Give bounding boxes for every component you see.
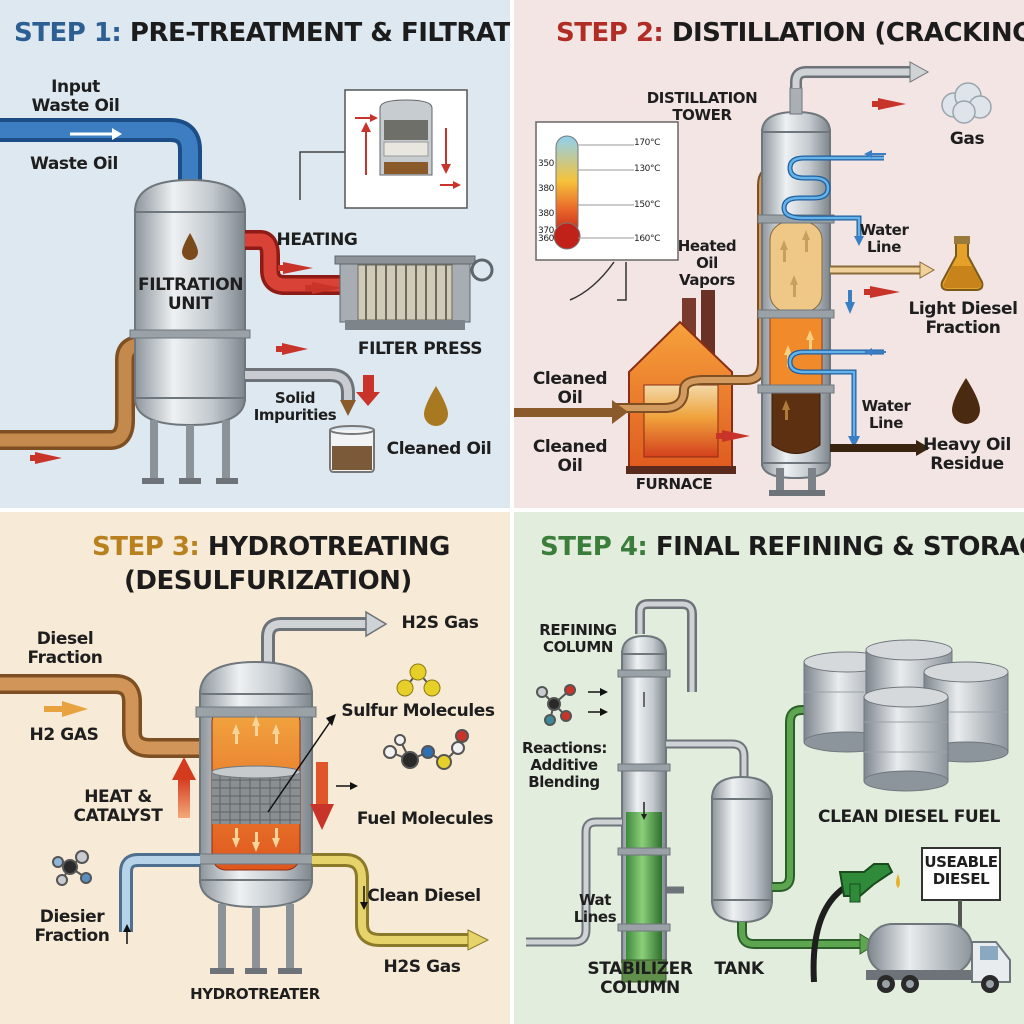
label-useable-diesel: USEABLE DIESEL	[924, 853, 998, 888]
label-gas: Gas	[949, 129, 985, 149]
label-h2s-gas-top: H2S Gas	[401, 613, 479, 633]
pointer-line	[267, 721, 331, 813]
hydrotreater-vessel	[195, 660, 317, 974]
thermo-left-tick: 380	[538, 209, 554, 219]
label-diesel-fraction: Diesel Fraction	[27, 629, 103, 669]
label-solid-impurities: Solid Impurities	[253, 389, 337, 424]
label-h2-gas: H2 GAS	[29, 725, 99, 745]
label-input-waste-oil: Input Waste Oil	[31, 77, 120, 117]
label-filter-press: FILTER PRESS	[357, 339, 483, 359]
thermo-left-tick: 360	[538, 234, 554, 244]
water-coil-bottom	[787, 349, 884, 440]
heat-arrows	[232, 716, 280, 852]
step1-number: STEP 1:	[14, 18, 122, 48]
label-reactions: Reactions: Additive Blending	[522, 739, 607, 791]
label-heavy-oil-residue: Heavy Oil Residue	[923, 435, 1011, 475]
flask-icon	[940, 236, 984, 291]
label-clean-diesel: Clean Diesel	[367, 886, 481, 906]
label-heated-oil-vapors: Heated Oil Vapors	[677, 237, 737, 289]
step3-panel: STEP 3: HYDROTREATING (DESULFURIZATION) …	[0, 512, 510, 1024]
step2-diagram	[514, 61, 992, 496]
label-wat-lines: Wat Lines	[573, 891, 617, 926]
step1-title-text: PRE-TREATMENT & FILTRATION	[129, 18, 510, 48]
label-clean-diesel-fuel: CLEAN DIESEL FUEL	[818, 807, 1000, 827]
step4-title: STEP 4: FINAL REFINING & STORAGE	[540, 532, 1024, 562]
label-stabilizer-column: STABILIZER COLUMN	[587, 959, 693, 999]
step3-number: STEP 3:	[92, 532, 200, 562]
fuel-nozzle-icon	[810, 863, 900, 983]
cleaned-oil-arrows	[514, 400, 750, 442]
step4-number: STEP 4:	[540, 532, 648, 562]
label-water-line-bottom: Water Line	[861, 397, 911, 432]
oil-drop-icon	[182, 233, 198, 260]
thermo-left-tick: 350	[538, 159, 554, 169]
stabilizer-tank	[710, 775, 774, 924]
step2-number: STEP 2:	[556, 18, 664, 48]
label-furnace: FURNACE	[635, 475, 713, 493]
label-refining-column: REFINING COLUMN	[539, 621, 617, 656]
cleaned-oil-drop-icon	[424, 386, 448, 426]
step3-title-text: HYDROTREATING	[207, 532, 450, 562]
label-h2s-gas-bottom: H2S Gas	[383, 957, 461, 977]
sulfur-molecule-icon	[396, 663, 441, 697]
label-cleaned-oil-b: Cleaned Oil	[532, 437, 608, 477]
flow-arrow	[35, 452, 62, 464]
thermo-right-tick: 160°C	[634, 234, 660, 244]
thermo-left-tick: 380	[538, 184, 554, 194]
label-tank: TANK	[714, 959, 764, 979]
thermo-right-tick: 130°C	[634, 164, 660, 174]
label-water-line-top: Water Line	[859, 221, 909, 256]
step1-panel: STEP 1: PRE-TREATMENT & FILTRATION Input…	[0, 0, 510, 508]
feed-pipe	[119, 853, 200, 932]
step3-title-line2: (DESULFURIZATION)	[124, 566, 412, 596]
label-cleaned-oil-a: Cleaned Oil	[532, 369, 608, 409]
fuel-molecule-icon	[383, 729, 469, 770]
water-coil-top	[781, 155, 884, 238]
label-heating: HEATING	[276, 230, 358, 250]
product-pipe-out	[737, 922, 864, 949]
step3-title: STEP 3: HYDROTREATING	[92, 532, 450, 562]
flow-down-arrow	[316, 762, 328, 807]
step4-title-text: FINAL REFINING & STORAGE	[655, 532, 1024, 562]
step2-title-text: DISTILLATION (CRACKING)	[671, 18, 1024, 48]
diesier-molecule-icon	[52, 850, 92, 886]
label-distillation-tower: DISTILLATION TOWER	[646, 89, 758, 124]
beaker-icon	[329, 425, 375, 473]
thermo-left-scale: 350 380 380 360	[538, 152, 558, 252]
refining-column	[617, 634, 671, 983]
step2-title: STEP 2: DISTILLATION (CRACKING)	[556, 18, 1024, 48]
tanker-truck-icon	[866, 923, 1011, 993]
thermo-left-tick: 370	[538, 226, 554, 236]
step1-title: STEP 1: PRE-TREATMENT & FILTRATION	[14, 18, 510, 48]
useable-diesel-sign	[921, 847, 1001, 940]
step4-panel: STEP 4: FINAL REFINING & STORAGE REFININ…	[514, 512, 1024, 1024]
step2-panel: STEP 2: DISTILLATION (CRACKING) DISTILLA…	[514, 0, 1024, 508]
additive-molecule-icon	[536, 684, 576, 726]
label-sulfur-molecules: Sulfur Molecules	[341, 701, 495, 721]
step1-diagram	[0, 89, 494, 484]
furnace-icon	[614, 165, 789, 474]
heat-up-arrow	[178, 778, 190, 818]
filter-press	[334, 255, 494, 330]
step4-diagram	[526, 599, 1011, 993]
label-waste-oil: Waste Oil	[30, 154, 118, 174]
h2s-top-pipe	[261, 617, 368, 662]
heavy-oil-drop-icon	[952, 378, 980, 424]
label-light-diesel-fraction: Light Diesel Fraction	[908, 299, 1018, 339]
distillation-tower	[757, 87, 835, 496]
filter-inset	[299, 89, 468, 209]
label-fuel-molecules: Fuel Molecules	[356, 809, 494, 829]
thermo-right-tick: 170°C	[634, 138, 660, 148]
label-filtration-unit: FILTRATION UNIT	[138, 275, 244, 315]
step3-diagram	[0, 610, 490, 974]
gas-cloud-icon	[941, 82, 992, 124]
temperature-gauge	[535, 121, 679, 301]
label-heat-catalyst: HEAT & CATALYST	[73, 787, 163, 827]
label-hydrotreater: HYDROTREATER	[190, 985, 320, 1003]
label-diesier-fraction: Diesier Fraction	[34, 907, 110, 947]
thermo-right-tick: 150°C	[634, 200, 660, 210]
storage-tanks	[803, 639, 1009, 792]
label-cleaned-oil: Cleaned Oil	[386, 439, 492, 459]
